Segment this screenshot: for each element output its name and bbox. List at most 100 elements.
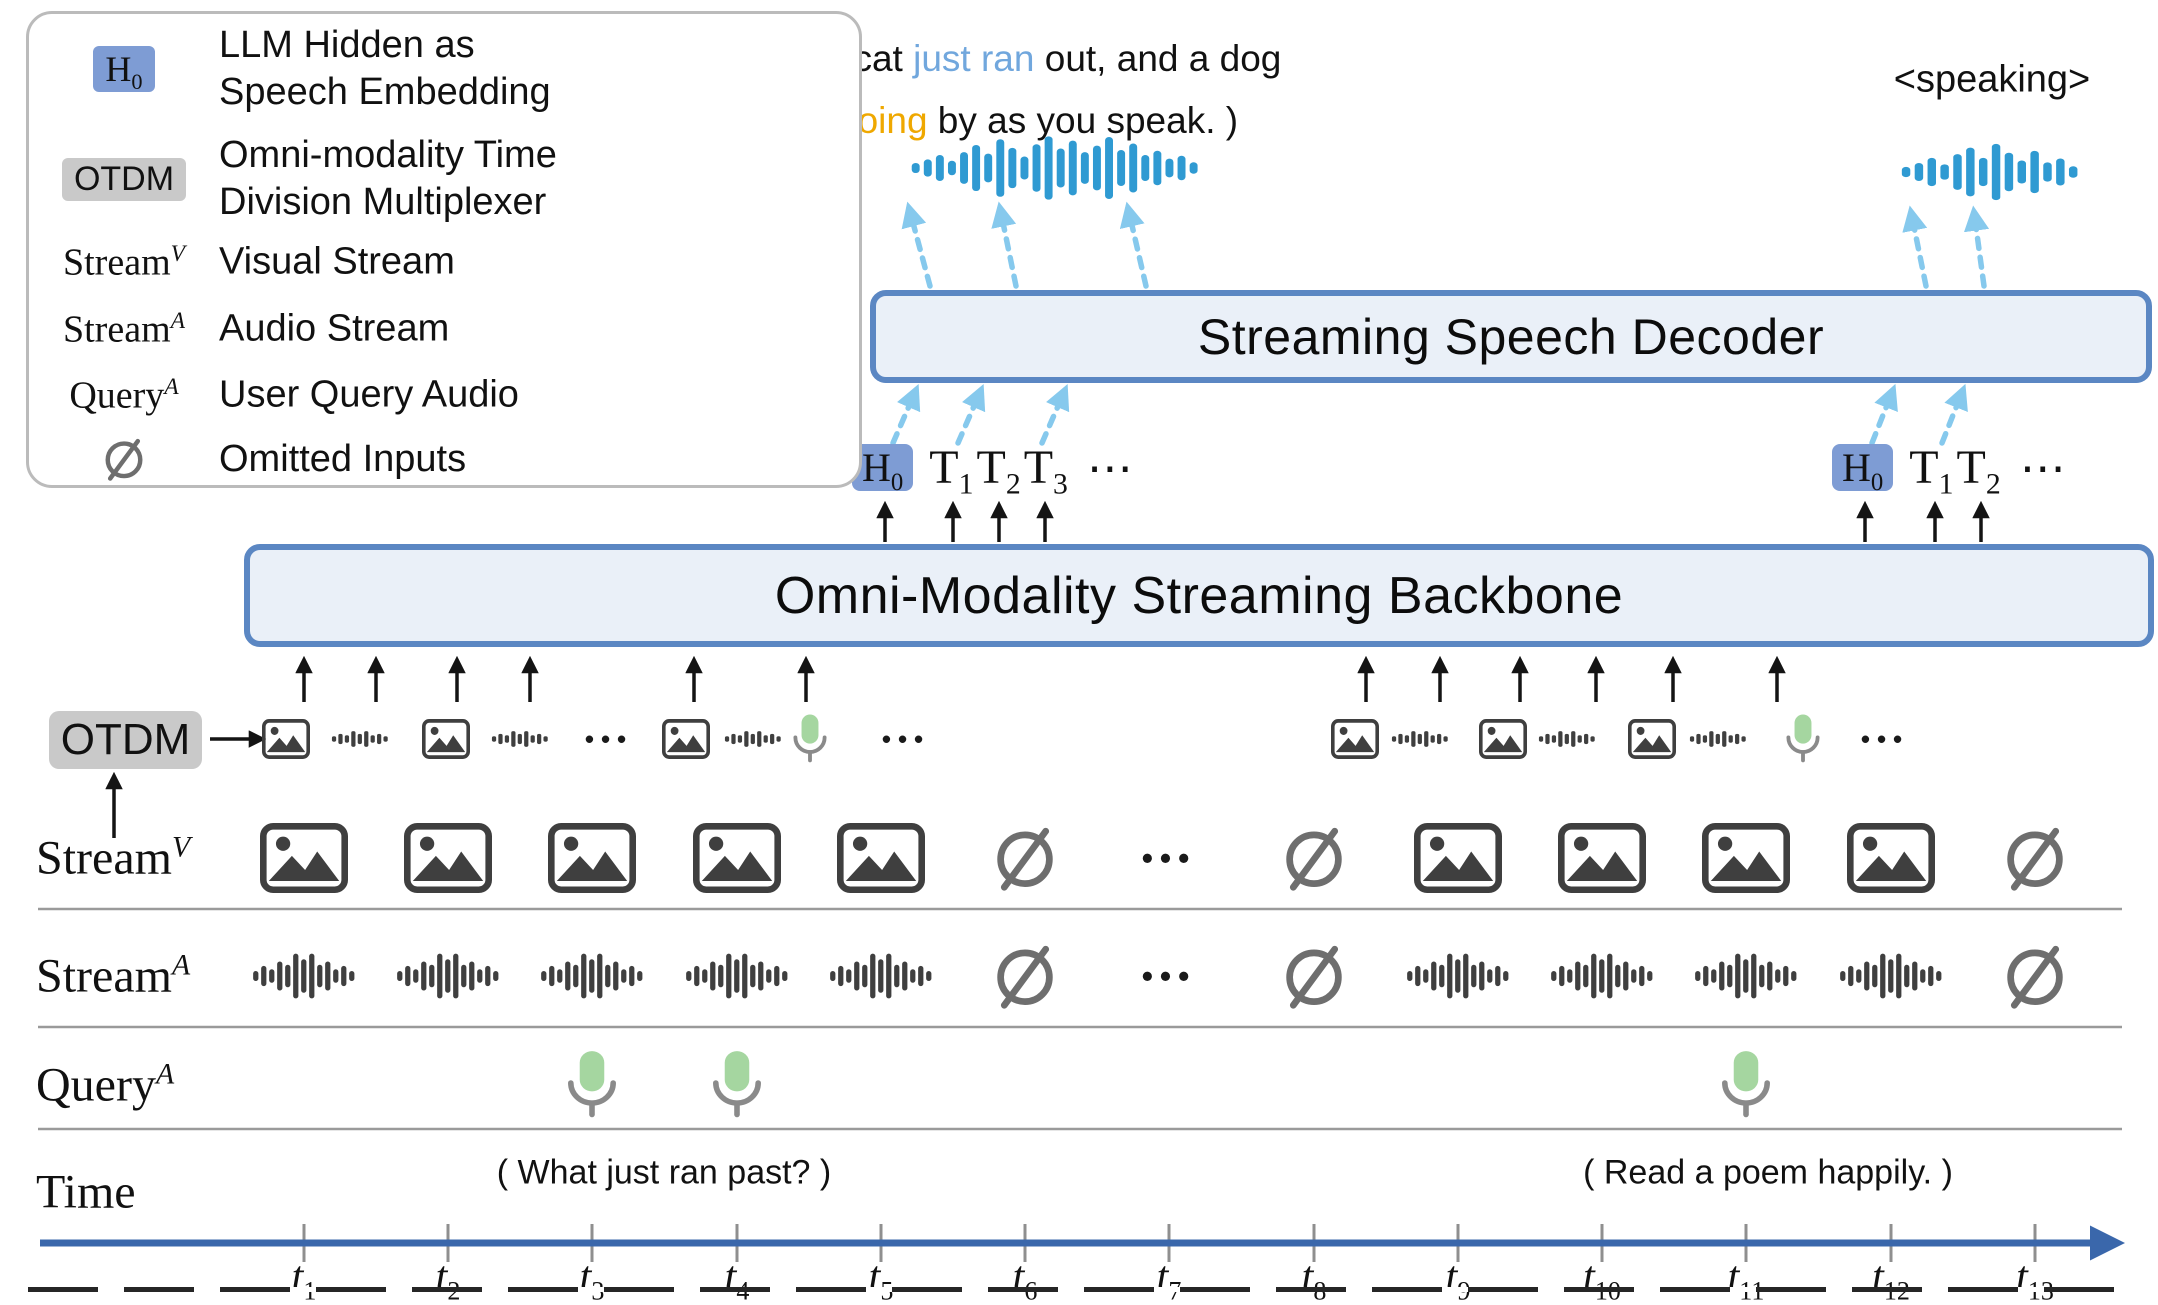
audio-waveform-icon <box>1550 948 1654 1004</box>
image-frame-icon <box>837 823 925 893</box>
time-tick: t12 <box>1872 1254 1910 1304</box>
audio-waveform-icon <box>540 948 644 1004</box>
omitted-input-icon <box>986 819 1064 897</box>
audio-waveform-icon <box>1406 948 1510 1004</box>
audio-waveform-icon <box>252 948 356 1004</box>
row-label-stream_v: StreamV <box>36 830 191 885</box>
audio-waveform-icon <box>685 948 789 1004</box>
audio-waveform-icon <box>1694 948 1798 1004</box>
omitted-input-icon <box>1275 937 1353 1015</box>
legend-label: Visual Stream <box>219 240 455 283</box>
cropped-text-artifact <box>28 1287 2136 1292</box>
backbone-title: Omni-Modality Streaming Backbone <box>774 566 1624 625</box>
time-tick: t2 <box>435 1254 461 1304</box>
ellipsis-dots: ••• <box>1860 724 1910 754</box>
legend-label: User Query Audio <box>219 373 519 416</box>
time-tick: t11 <box>1727 1254 1765 1304</box>
audio-waveform-icon <box>396 948 500 1004</box>
streaming-speech-decoder-box: Streaming Speech Decoder <box>870 290 2152 383</box>
omitted-input-icon <box>1275 819 1353 897</box>
query-utterance: ( What just ran past? ) <box>496 1153 832 1192</box>
image-frame-icon <box>1479 719 1527 759</box>
time-tick: t13 <box>2016 1254 2054 1304</box>
otdm-label: OTDM <box>60 715 191 764</box>
legend-label: Audio Stream <box>219 307 450 350</box>
ellipsis-dots: ••• <box>881 724 931 754</box>
waveform-icon <box>331 722 389 756</box>
ellipsis: ⋯ <box>1086 442 1135 494</box>
time-tick: t10 <box>1583 1254 1621 1304</box>
legend-key: QueryA <box>69 373 179 416</box>
image-frame-icon <box>1414 823 1502 893</box>
image-frame-icon <box>1558 823 1646 893</box>
image-frame-icon <box>1331 719 1379 759</box>
ellipsis-dots: ••• <box>1141 840 1197 876</box>
omitted-input-icon <box>1996 819 2074 897</box>
time-label: Time <box>36 1165 136 1219</box>
row-label-stream_a: StreamA <box>36 948 191 1003</box>
legend-item: StreamV Visual Stream <box>29 239 859 286</box>
mic-icon <box>790 713 830 765</box>
speech-waveform-left <box>910 132 1200 204</box>
image-frame-icon <box>404 823 492 893</box>
audio-waveform-icon <box>1839 948 1943 1004</box>
time-tick: t4 <box>724 1254 750 1304</box>
image-frame-icon <box>662 719 710 759</box>
omni-modality-backbone-box: Omni-Modality Streaming Backbone <box>244 544 2154 647</box>
omitted-input-icon <box>1996 937 2074 1015</box>
time-tick: t8 <box>1301 1254 1327 1304</box>
waveform-icon <box>1689 722 1747 756</box>
mic-icon <box>1717 1049 1775 1121</box>
legend-label: Omitted Inputs <box>219 437 467 480</box>
image-frame-icon <box>693 823 781 893</box>
query-utterance: ( Read a poem happily. ) <box>1583 1153 1953 1192</box>
time-tick: t9 <box>1445 1254 1471 1304</box>
mic-icon <box>563 1049 621 1121</box>
time-tick: t5 <box>868 1254 894 1304</box>
image-frame-icon <box>422 719 470 759</box>
ellipsis: ⋯ <box>2019 442 2068 494</box>
legend-item: Omitted Inputs <box>29 433 859 485</box>
audio-waveform-icon <box>829 948 933 1004</box>
waveform-icon <box>1538 722 1596 756</box>
legend-item: QueryA User Query Audio <box>29 372 859 419</box>
otdm-label-box: OTDM <box>49 711 202 769</box>
waveform-icon <box>724 722 782 756</box>
omitted-input-icon <box>98 433 150 485</box>
omitted-input-icon <box>986 937 1064 1015</box>
waveform-icon <box>491 722 549 756</box>
legend-item: StreamA Audio Stream <box>29 306 859 353</box>
h0-token: H0 <box>1832 444 1894 495</box>
otdm-chip: OTDM <box>61 157 187 201</box>
h0-chip: H0 <box>93 46 155 93</box>
image-frame-icon <box>262 719 310 759</box>
time-tick: t3 <box>579 1254 605 1304</box>
h0-token: H0 <box>852 444 914 495</box>
speaking-tag: <speaking> <box>1893 58 2091 101</box>
image-frame-icon <box>548 823 636 893</box>
image-frame-icon <box>1628 719 1676 759</box>
legend-key: StreamV <box>62 240 186 283</box>
image-frame-icon <box>1847 823 1935 893</box>
ellipsis-dots: ••• <box>584 724 634 754</box>
time-tick: t6 <box>1012 1254 1038 1304</box>
decoder-title: Streaming Speech Decoder <box>1197 308 1825 365</box>
time-tick: t1 <box>291 1254 317 1304</box>
mic-icon <box>708 1049 766 1121</box>
image-frame-icon <box>260 823 348 893</box>
speech-waveform-right <box>1900 140 2080 204</box>
time-tick: t7 <box>1156 1254 1182 1304</box>
row-label-query_a: QueryA <box>36 1057 175 1112</box>
ellipsis-dots: ••• <box>1141 958 1197 994</box>
legend-key: StreamA <box>62 307 186 350</box>
